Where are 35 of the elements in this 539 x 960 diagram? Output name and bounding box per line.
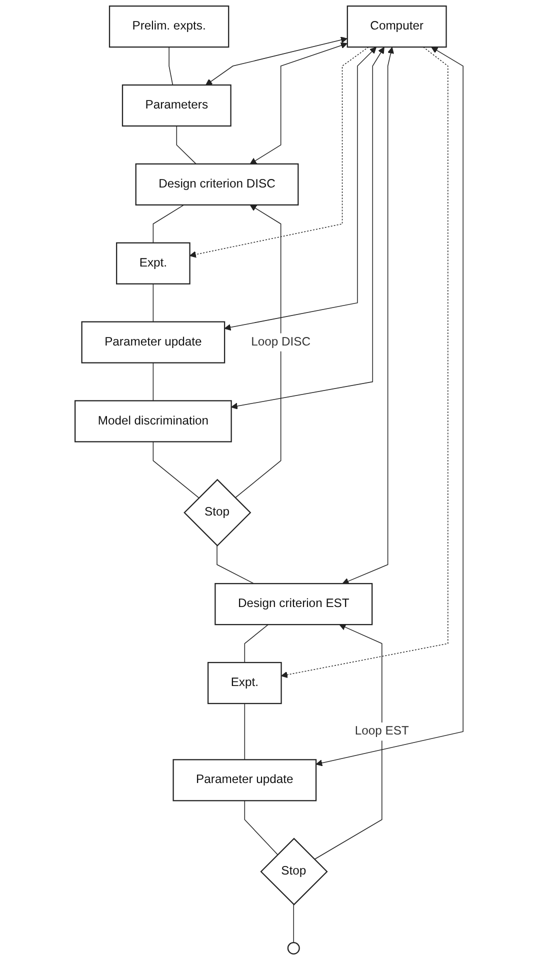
connector <box>153 441 200 498</box>
node-diamond: Stop <box>260 838 328 906</box>
connector <box>244 703 246 760</box>
connector <box>153 362 154 402</box>
connector <box>244 624 269 663</box>
node-box: Parameters <box>122 84 232 127</box>
node-box: Expt. <box>208 662 282 704</box>
node-diamond: Stop <box>184 478 252 546</box>
node-box: Expt. <box>116 242 191 284</box>
arrow <box>316 46 464 766</box>
connector <box>176 126 197 164</box>
arrow <box>231 47 385 410</box>
node-box: Design criterion EST <box>215 583 374 626</box>
arrow <box>206 36 348 86</box>
node-box: Design criterion DISC <box>136 163 300 206</box>
arrow <box>190 46 370 258</box>
node-box: Computer <box>347 6 448 48</box>
edge-label: Loop DISC <box>252 335 311 348</box>
connector <box>169 46 174 86</box>
node-box: Parameter update <box>173 759 318 802</box>
arrow <box>224 46 377 331</box>
arrow <box>314 624 383 860</box>
connector <box>244 800 278 855</box>
arrow <box>281 46 449 678</box>
arrow <box>235 204 282 498</box>
arrow <box>250 42 348 164</box>
arrow <box>342 47 394 584</box>
connector <box>153 283 154 322</box>
node-circle <box>288 942 300 954</box>
edge-label: Loop EST <box>355 724 410 738</box>
connector <box>153 204 185 244</box>
node-box: Prelim. expts. <box>109 6 230 48</box>
connector <box>217 545 255 584</box>
node-box: Model discrimination <box>74 400 232 442</box>
node-box: Parameter update <box>82 321 226 364</box>
